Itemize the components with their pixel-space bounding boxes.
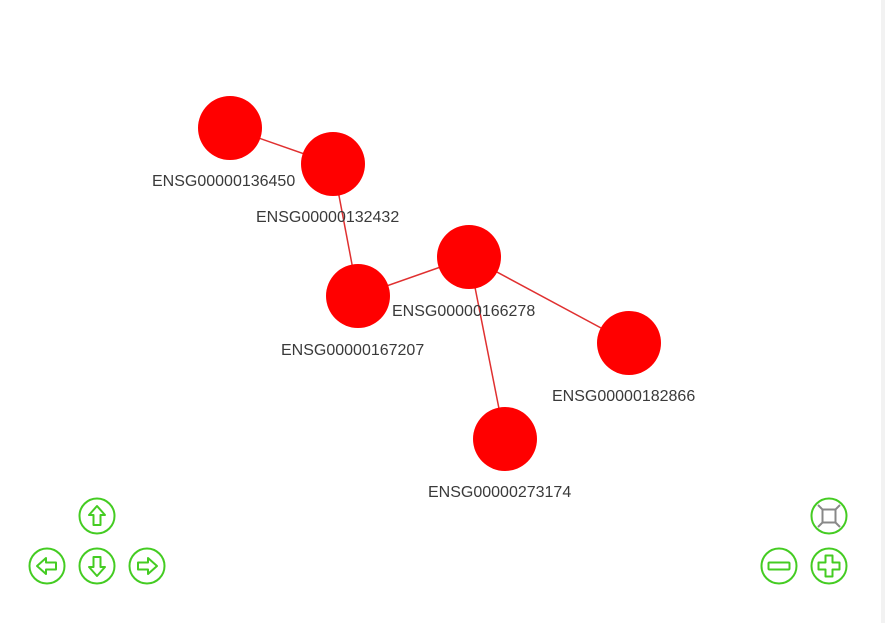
fit-screen-icon xyxy=(810,497,848,535)
pan-up-button[interactable] xyxy=(78,497,116,535)
fit-view-button[interactable] xyxy=(810,497,848,535)
minus-icon xyxy=(760,547,798,585)
node-label: ENSG00000136450 xyxy=(152,173,295,190)
graph-node[interactable] xyxy=(198,96,262,160)
right-scroll-edge xyxy=(881,0,885,623)
graph-node[interactable] xyxy=(597,311,661,375)
arrow-right-icon xyxy=(128,547,166,585)
arrow-left-icon xyxy=(28,547,66,585)
node-label: ENSG00000182866 xyxy=(552,388,695,405)
arrow-down-icon xyxy=(78,547,116,585)
node-label: ENSG00000166278 xyxy=(392,303,535,320)
zoom-out-button[interactable] xyxy=(760,547,798,585)
graph-node[interactable] xyxy=(437,225,501,289)
graph-node[interactable] xyxy=(473,407,537,471)
graph-node[interactable] xyxy=(326,264,390,328)
node-label: ENSG00000167207 xyxy=(281,342,424,359)
graph-node[interactable] xyxy=(301,132,365,196)
plus-icon xyxy=(810,547,848,585)
pan-down-button[interactable] xyxy=(78,547,116,585)
labels-layer: ENSG00000136450ENSG00000132432ENSG000001… xyxy=(152,173,695,501)
pan-right-button[interactable] xyxy=(128,547,166,585)
nodes-layer xyxy=(198,96,661,471)
zoom-in-button[interactable] xyxy=(810,547,848,585)
node-label: ENSG00000273174 xyxy=(428,484,571,501)
arrow-up-icon xyxy=(78,497,116,535)
node-label: ENSG00000132432 xyxy=(256,209,399,226)
pan-left-button[interactable] xyxy=(28,547,66,585)
